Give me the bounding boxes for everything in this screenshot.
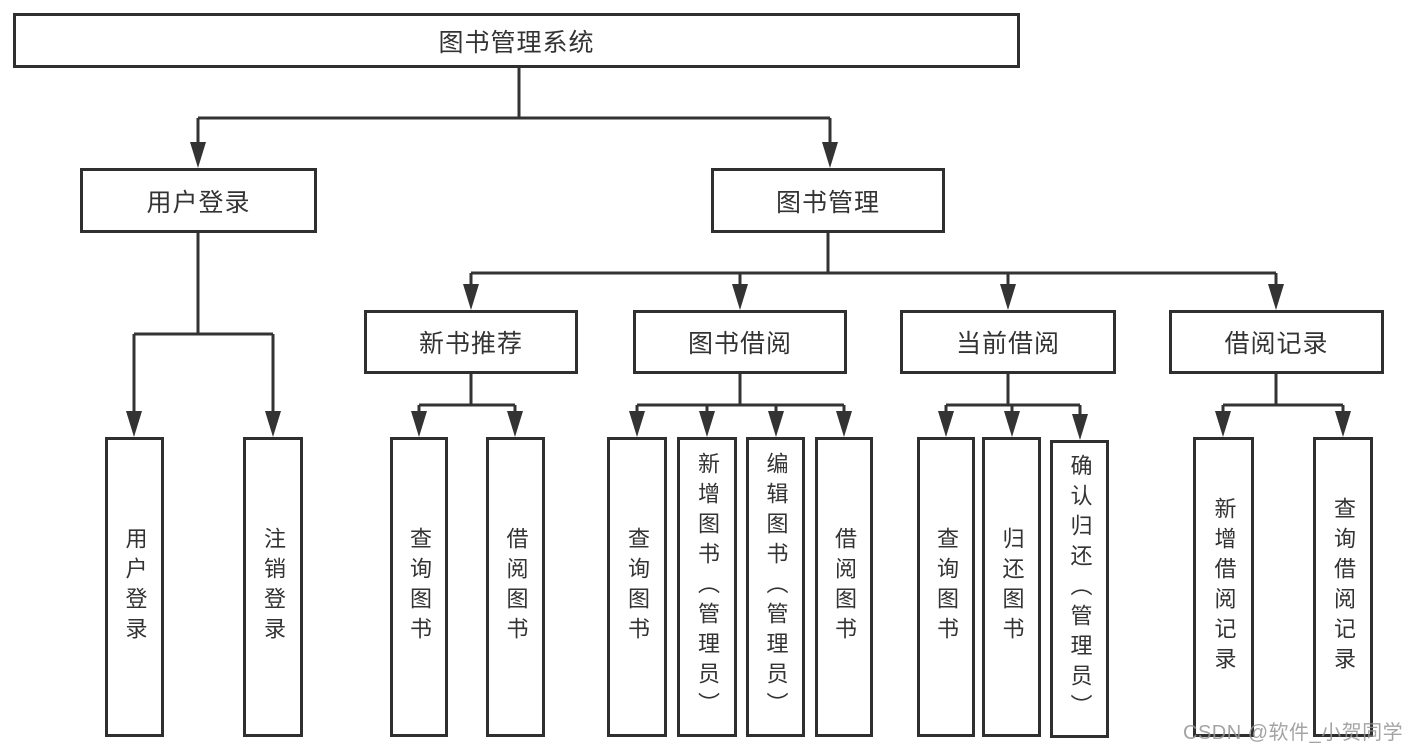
- leaf-borrow-books-recommend: 借阅图书: [486, 437, 545, 737]
- node-user-login: 用户登录: [80, 168, 317, 233]
- leaf-query-books-current: 查询图书: [917, 437, 975, 737]
- arrowhead: [1000, 284, 1016, 310]
- leaf-logout: 注销登录: [243, 437, 303, 737]
- arrowhead: [836, 411, 852, 437]
- arrowhead: [1335, 411, 1351, 437]
- arrowhead: [732, 284, 748, 310]
- arrowhead: [265, 411, 281, 437]
- arrowhead: [1004, 411, 1020, 437]
- leaf-add-borrow-record: 新增借阅记录: [1193, 437, 1254, 737]
- edge-book-borrowing-children: [635, 374, 846, 413]
- edge-new-book-recommend-children: [417, 374, 517, 413]
- leaf-return-book: 归还图书: [982, 437, 1041, 737]
- arrowhead: [1072, 414, 1088, 440]
- leaf-user-login: 用户登录: [105, 437, 164, 737]
- arrowhead: [463, 284, 479, 310]
- leaf-add-book-admin: 新增图书（管理员）: [677, 437, 737, 737]
- node-root: 图书管理系统: [13, 13, 1020, 68]
- arrowhead: [126, 411, 142, 437]
- arrowhead: [1268, 284, 1284, 310]
- leaf-borrow-books: 借阅图书: [815, 437, 873, 737]
- node-book-management: 图书管理: [711, 168, 945, 233]
- arrowhead: [822, 142, 838, 168]
- edge-book-management-children: [469, 233, 1278, 286]
- arrowhead: [699, 411, 715, 437]
- node-new-book-recommend: 新书推荐: [364, 310, 578, 374]
- edge-current-borrowing-children: [944, 374, 1082, 415]
- leaf-query-borrow-record: 查询借阅记录: [1313, 437, 1373, 737]
- arrowhead: [190, 142, 206, 168]
- arrowhead: [629, 411, 645, 437]
- node-book-borrowing: 图书借阅: [633, 310, 847, 374]
- edge-user-login-children: [132, 233, 275, 413]
- arrowhead: [1215, 411, 1231, 437]
- leaf-confirm-return-admin: 确认归还（管理员）: [1050, 440, 1109, 738]
- node-current-borrowing: 当前借阅: [900, 310, 1116, 374]
- edge-borrowing-records-children: [1221, 374, 1345, 413]
- arrowhead: [938, 411, 954, 437]
- csdn-watermark: CSDN @软件_小贺同学: [1183, 722, 1404, 744]
- node-borrowing-records: 借阅记录: [1169, 310, 1384, 374]
- leaf-edit-book-admin: 编辑图书（管理员）: [746, 437, 805, 737]
- arrowhead: [411, 411, 427, 437]
- leaf-query-books-borrowing: 查询图书: [607, 437, 667, 737]
- edge-root-to-level2: [196, 68, 832, 144]
- arrowhead: [507, 411, 523, 437]
- leaf-query-books-recommend: 查询图书: [390, 437, 448, 737]
- arrowhead: [768, 411, 784, 437]
